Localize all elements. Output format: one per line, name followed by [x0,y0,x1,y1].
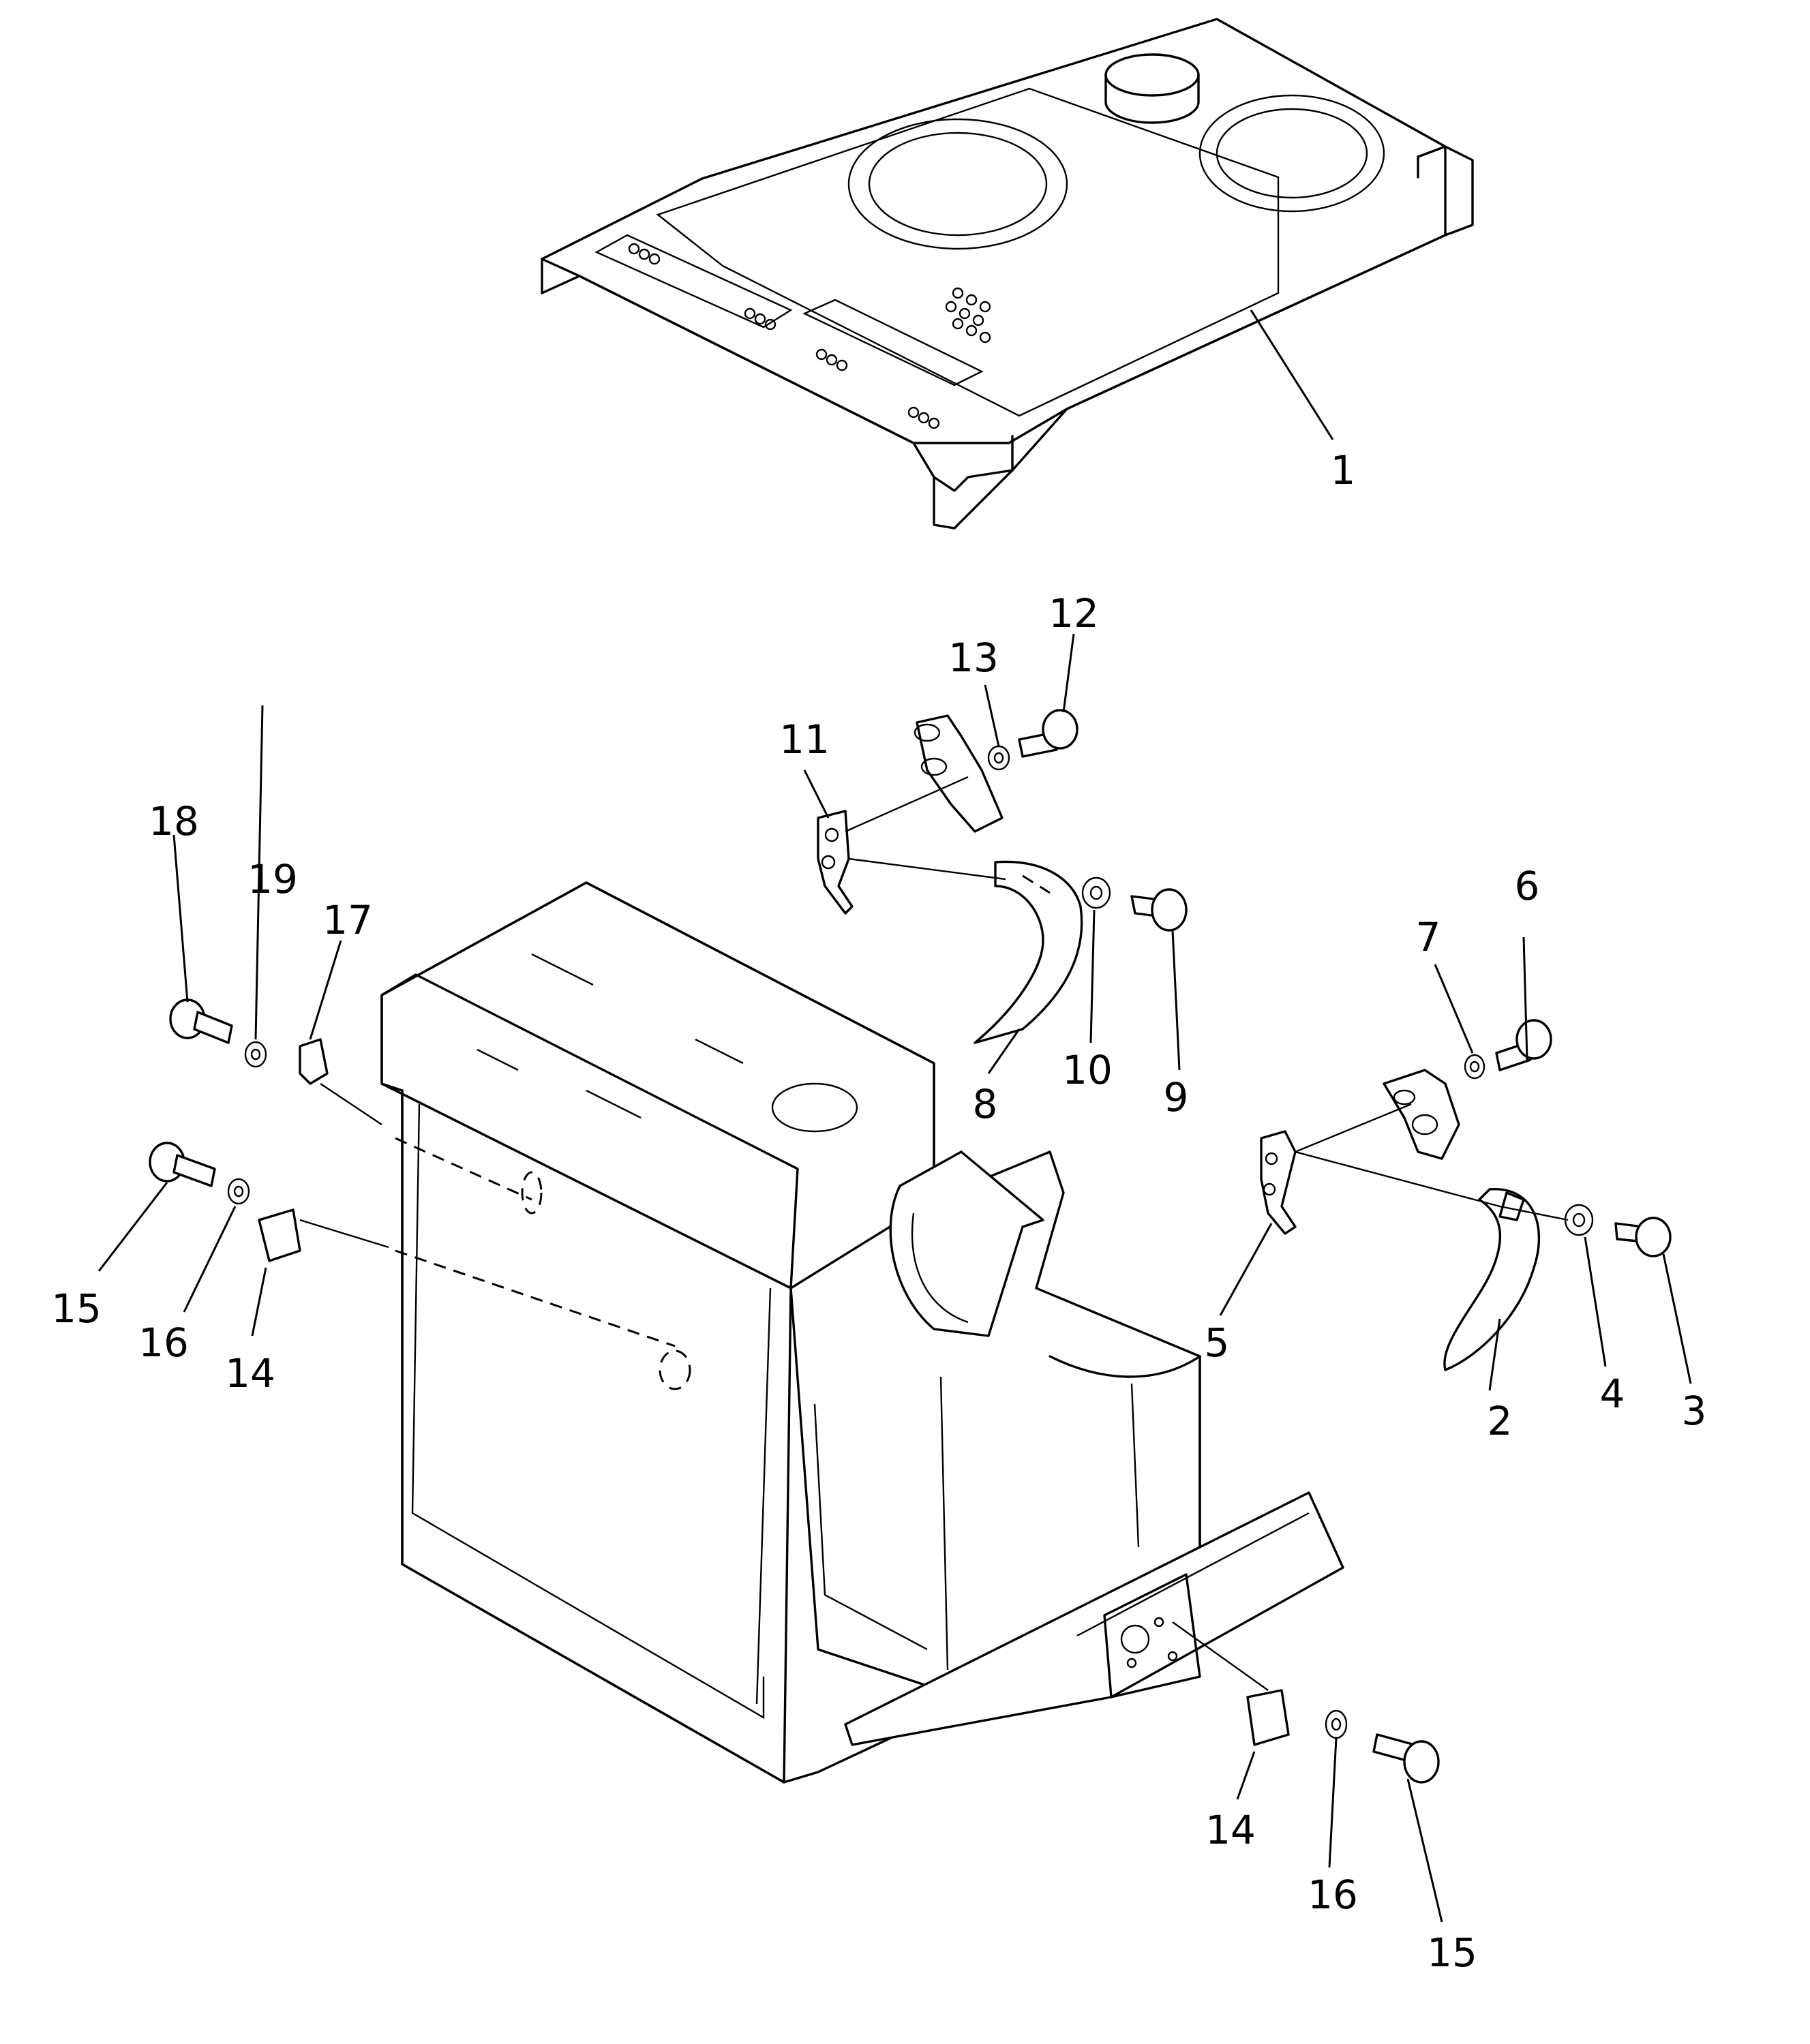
bolt-part-18 [169,998,233,1044]
washer-part-7 [1464,1054,1485,1080]
callout-13: 13 [948,635,999,681]
callout-labels: 1 12 13 11 18 19 17 6 7 10 9 8 15 16 14 … [51,447,1706,1976]
washer-part-19 [244,1041,267,1068]
washer-part-16-left [227,1178,250,1205]
hinge-plate-upper [914,714,1004,833]
bolt-part-15-right [1372,1733,1440,1784]
hinge-bracket-part-5 [1260,1130,1297,1235]
bolt-part-15-left [149,1142,216,1187]
callout-4: 4 [1600,1371,1625,1417]
callout-19: 19 [247,856,298,902]
latch-cover-part-2 [1443,1188,1540,1371]
callout-5: 5 [1205,1320,1230,1366]
callout-9: 9 [1164,1074,1189,1120]
washer-part-13 [987,745,1010,771]
washer-part-10 [1081,876,1111,909]
callout-11: 11 [779,716,830,763]
callout-12: 12 [1049,590,1099,637]
cover-plate-part-14-left [258,1208,301,1262]
callout-10: 10 [1062,1047,1113,1093]
callout-17: 17 [322,897,373,943]
callout-15-right: 15 [1427,1929,1477,1976]
gasket-part-17 [299,1038,329,1085]
bolt-part-6 [1495,1019,1552,1071]
callout-3: 3 [1682,1388,1707,1434]
bolt-part-3 [1614,1217,1672,1257]
bolt-part-9 [1130,888,1188,932]
washer-part-16-right [1325,1709,1348,1739]
cover-plate-part-14-right [1246,1689,1290,1746]
latch-cover-part-8 [974,860,1083,1044]
callout-16-right: 16 [1308,1872,1358,1918]
callout-18: 18 [149,798,199,844]
callout-14-right: 14 [1205,1807,1256,1853]
callout-6: 6 [1515,863,1540,909]
callout-2: 2 [1488,1398,1513,1444]
hinge-plate-right [1383,1069,1460,1160]
washer-part-4 [1564,1204,1594,1236]
bolt-part-12 [1018,709,1079,758]
callout-14-left: 14 [225,1350,275,1397]
callout-7: 7 [1416,914,1441,960]
callout-16-left: 16 [138,1320,189,1366]
leader-lines [97,309,1692,1923]
radiator-tank-housing [380,881,1344,1784]
hinge-bracket-part-11 [817,810,854,915]
hood-cover-part-1 [541,18,1474,530]
callout-8: 8 [973,1081,998,1127]
callout-15-left: 15 [51,1285,102,1332]
callout-1: 1 [1331,447,1356,493]
